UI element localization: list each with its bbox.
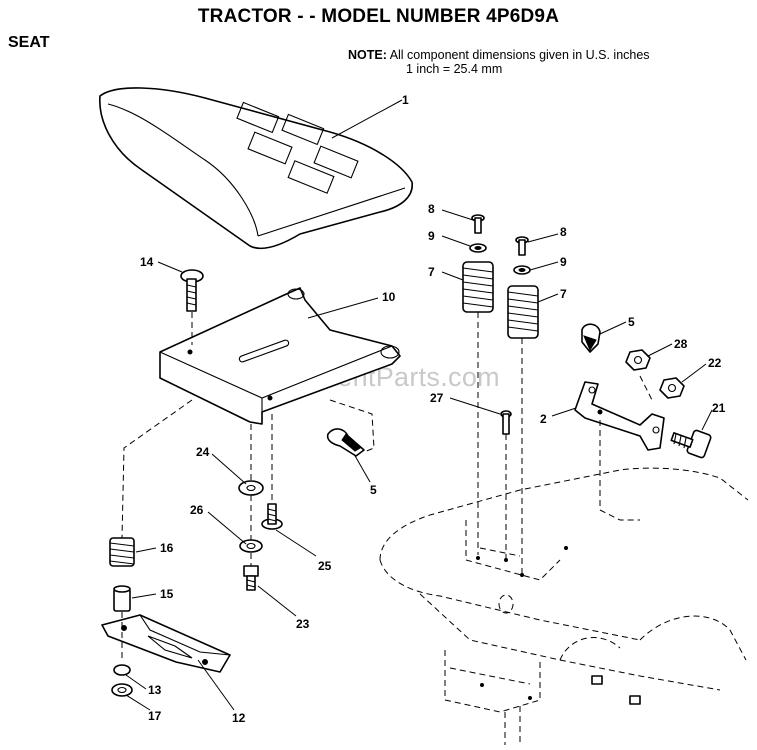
callout-27: 27 bbox=[430, 391, 444, 405]
callout-12: 12 bbox=[232, 711, 246, 725]
hex-nut-part[interactable] bbox=[625, 349, 651, 371]
callout-7-right: 7 bbox=[560, 287, 567, 301]
pivot-bolt-part[interactable] bbox=[500, 410, 512, 435]
assembly-center-lines bbox=[121, 312, 653, 662]
nut-part[interactable] bbox=[113, 664, 131, 676]
spring-bolt-left-part[interactable] bbox=[471, 214, 485, 234]
shoulder-bolt-part[interactable] bbox=[261, 503, 283, 530]
spacer-part[interactable] bbox=[113, 585, 131, 612]
callout-5-left: 5 bbox=[370, 483, 377, 497]
seat-spring-part[interactable] bbox=[109, 537, 135, 567]
flat-washer-part[interactable] bbox=[111, 683, 133, 697]
callout-23: 23 bbox=[296, 617, 310, 631]
callout-9-left: 9 bbox=[428, 229, 435, 243]
callout-24: 24 bbox=[196, 445, 210, 459]
note-line-1: All component dimensions given in U.S. i… bbox=[389, 48, 650, 62]
callout-22: 22 bbox=[708, 356, 722, 370]
callout-numbers: 1 14 10 24 5 26 25 16 15 23 13 17 12 8 9… bbox=[140, 93, 726, 725]
callout-2: 2 bbox=[540, 412, 547, 426]
callout-5-right: 5 bbox=[628, 315, 635, 329]
callout-28: 28 bbox=[674, 337, 688, 351]
section-title: SEAT bbox=[8, 34, 50, 51]
seat-hinge-bracket-part[interactable] bbox=[574, 381, 665, 451]
callout-21: 21 bbox=[712, 401, 726, 415]
callout-14: 14 bbox=[140, 255, 154, 269]
callout-8-right: 8 bbox=[560, 225, 567, 239]
tractor-frame-outline bbox=[379, 467, 749, 745]
callout-17: 17 bbox=[148, 709, 162, 723]
callout-26: 26 bbox=[190, 503, 204, 517]
callout-7-left: 7 bbox=[428, 265, 435, 279]
spring-bolt-right-part[interactable] bbox=[515, 236, 529, 256]
washer-part[interactable] bbox=[238, 480, 264, 496]
seat-pan-part[interactable] bbox=[159, 287, 401, 425]
callout-15: 15 bbox=[160, 587, 174, 601]
callout-13: 13 bbox=[148, 683, 162, 697]
callout-1: 1 bbox=[402, 93, 409, 107]
callout-25: 25 bbox=[318, 559, 332, 573]
callout-10: 10 bbox=[382, 290, 396, 304]
carriage-bolt-part[interactable] bbox=[180, 269, 204, 312]
hex-bolt-part[interactable] bbox=[243, 565, 259, 591]
callout-16: 16 bbox=[160, 541, 174, 555]
page-title: TRACTOR - - MODEL NUMBER 4P6D9A bbox=[197, 6, 560, 27]
note-line-2: 1 inch = 25.4 mm bbox=[406, 62, 503, 76]
suspension-spring-right-part[interactable] bbox=[507, 285, 539, 339]
note-label: NOTE: bbox=[348, 48, 387, 62]
seat-clip-part[interactable] bbox=[326, 428, 365, 457]
frame-studs bbox=[591, 675, 641, 705]
suspension-spring-left-part[interactable] bbox=[462, 261, 494, 313]
callout-leaders bbox=[125, 99, 713, 711]
spring-clip-part[interactable] bbox=[581, 323, 601, 353]
callout-8-left: 8 bbox=[428, 202, 435, 216]
seat-part[interactable] bbox=[99, 87, 413, 250]
lock-nut-part[interactable] bbox=[659, 377, 685, 399]
adjustment-bolt-part[interactable] bbox=[670, 429, 712, 459]
dimension-note: NOTE: All component dimensions given in … bbox=[348, 48, 650, 76]
seat-bracket-part[interactable] bbox=[101, 614, 231, 673]
callout-9-right: 9 bbox=[560, 255, 567, 269]
